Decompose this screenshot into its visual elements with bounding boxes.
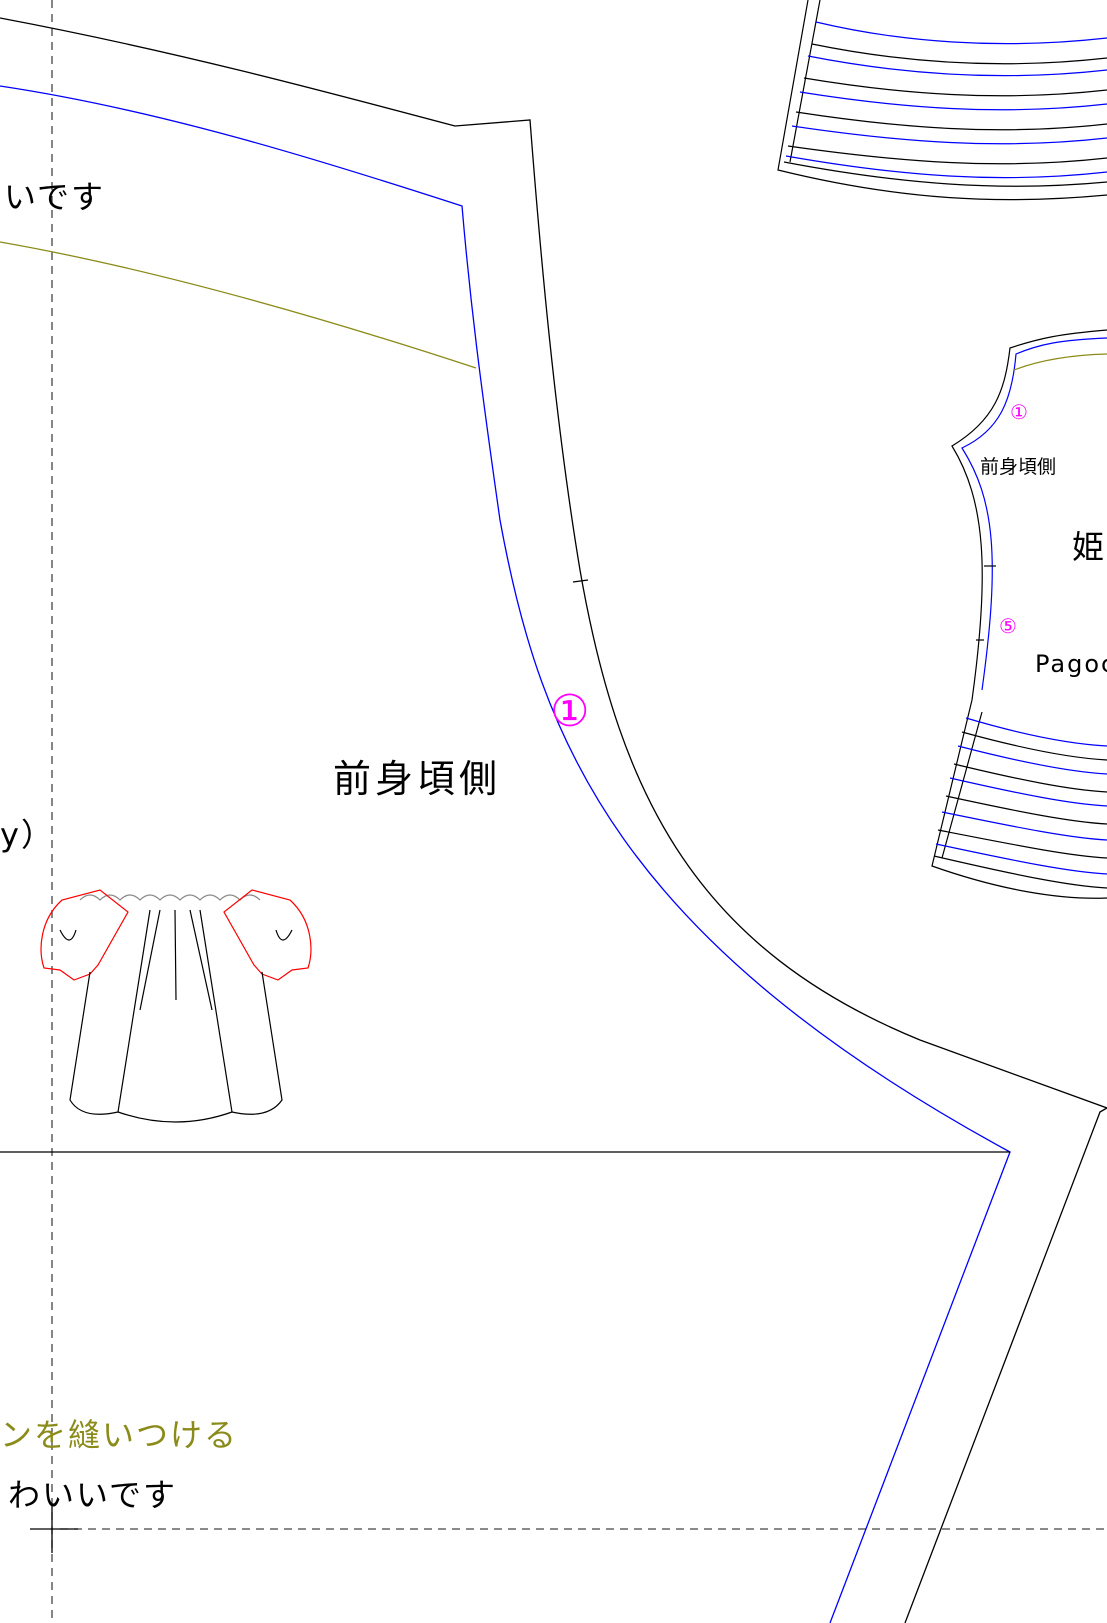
lower-cut-line <box>904 1107 1107 1623</box>
kawaii-note-text: わいいです <box>8 1476 178 1514</box>
right-puff-sleeve <box>223 889 312 981</box>
marker-1-small: ① <box>1010 400 1028 424</box>
partial-top-text: いです <box>4 178 106 216</box>
front-side-label-small: 前身頃側 <box>980 456 1057 478</box>
marker-5-small: ⑤ <box>999 614 1017 638</box>
garment-illustration <box>40 889 312 1123</box>
partial-left-text: y） <box>0 816 55 854</box>
main-cut-line <box>0 17 1107 1109</box>
left-puff-sleeve <box>40 889 129 981</box>
sleeve-band-group-right <box>931 699 1107 899</box>
hime-partial-text: 姫 <box>1072 528 1107 566</box>
body-outline <box>69 971 283 1123</box>
registration-cross <box>30 1505 78 1553</box>
front-side-label-large: 前身頃側 <box>333 757 502 801</box>
gathered-neckline <box>79 894 261 901</box>
pagoda-partial-text: Pagoc <box>1035 650 1107 678</box>
sew-note-text: ンを縫いつける <box>0 1416 239 1454</box>
small-bodice-piece <box>951 329 1107 701</box>
marker-1-large: ① <box>550 686 590 737</box>
guide-curve <box>0 241 477 369</box>
main-seam-line <box>0 85 1011 1623</box>
notch-mark <box>572 579 589 583</box>
sleeve-band-group-top <box>777 0 1107 201</box>
